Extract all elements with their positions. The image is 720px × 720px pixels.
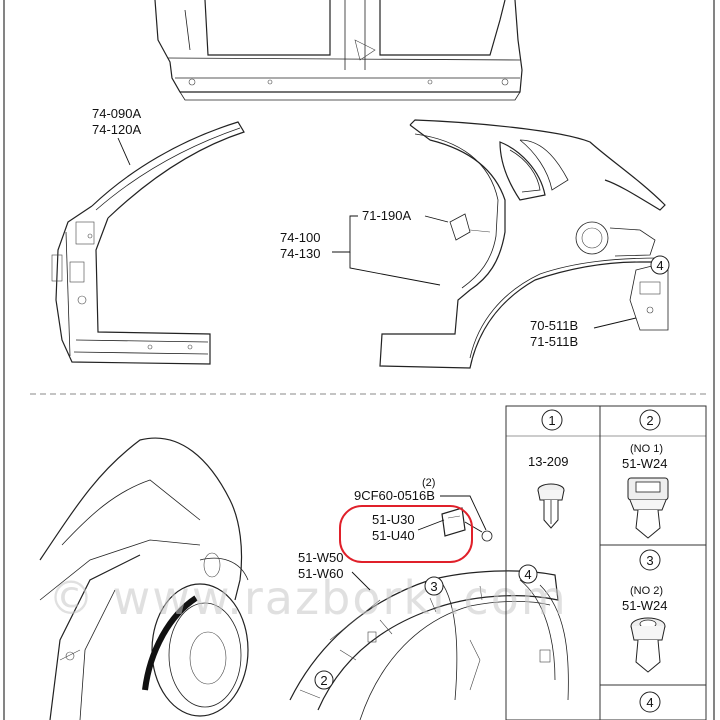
label-71-511B: 71-511B — [530, 334, 578, 349]
label-74-100: 74-100 — [280, 230, 320, 245]
side-frame-drawing — [154, 0, 523, 101]
label-9CF60-0516B: 9CF60-0516B — [354, 488, 435, 503]
label-qty-2: (2) — [422, 477, 435, 489]
callout-4b-number: 4 — [524, 567, 531, 582]
label-51-U30: 51-U30 — [372, 512, 415, 527]
callout-4-top: 4 — [650, 255, 670, 275]
legend-4-number: 4 — [646, 695, 653, 710]
label-70-511B: 70-511B — [530, 318, 578, 333]
callout-3-number: 3 — [430, 579, 437, 594]
legend-cell-1: 1 13-209 — [528, 409, 568, 529]
legend-2-number: 2 — [646, 413, 653, 428]
legend-2-note: (NO 1) — [630, 443, 663, 455]
label-74-090A: 74-090A — [92, 106, 141, 121]
fender-clip-no2-icon — [630, 617, 666, 673]
label-51-W50: 51-W50 — [298, 550, 344, 565]
label-51-U40: 51-U40 — [372, 528, 415, 543]
fender-liner-drawing — [289, 507, 569, 720]
legend-2-part: 51-W24 — [622, 456, 668, 471]
legend-3-part: 51-W24 — [622, 598, 668, 613]
label-51-W60: 51-W60 — [298, 566, 344, 581]
label-71-190A: 71-190A — [362, 208, 411, 223]
legend-cell-4: 4 — [639, 691, 661, 713]
callout-2-diagram: 2 — [314, 670, 334, 690]
legend-1-number: 1 — [548, 413, 555, 428]
vehicle-drawing — [39, 437, 249, 720]
label-74-130: 74-130 — [280, 246, 320, 261]
watermark-text: © www.razborki.com — [48, 571, 568, 625]
rear-quarter-drawing — [379, 119, 669, 369]
callout-3-diagram: 3 — [424, 576, 444, 596]
front-pillar-drawing — [51, 121, 245, 365]
legend-cell-3: 3 (NO 2) 51-W24 — [622, 549, 668, 673]
callout-2-number: 2 — [320, 673, 327, 688]
highlight-oval — [339, 505, 473, 563]
legend-1-part: 13-209 — [528, 454, 568, 469]
callout-4-number: 4 — [656, 258, 663, 273]
label-74-120A: 74-120A — [92, 122, 141, 137]
fastener-legend: 1 13-209 2 (NO 1) 51-W24 — [505, 405, 707, 720]
push-clip-icon — [537, 483, 565, 529]
callout-4-diagram: 4 — [518, 564, 538, 584]
legend-cell-2: 2 (NO 1) 51-W24 — [622, 409, 669, 539]
legend-3-number: 3 — [646, 553, 653, 568]
legend-3-note: (NO 2) — [630, 585, 663, 597]
fender-clip-no1-icon — [627, 477, 669, 539]
